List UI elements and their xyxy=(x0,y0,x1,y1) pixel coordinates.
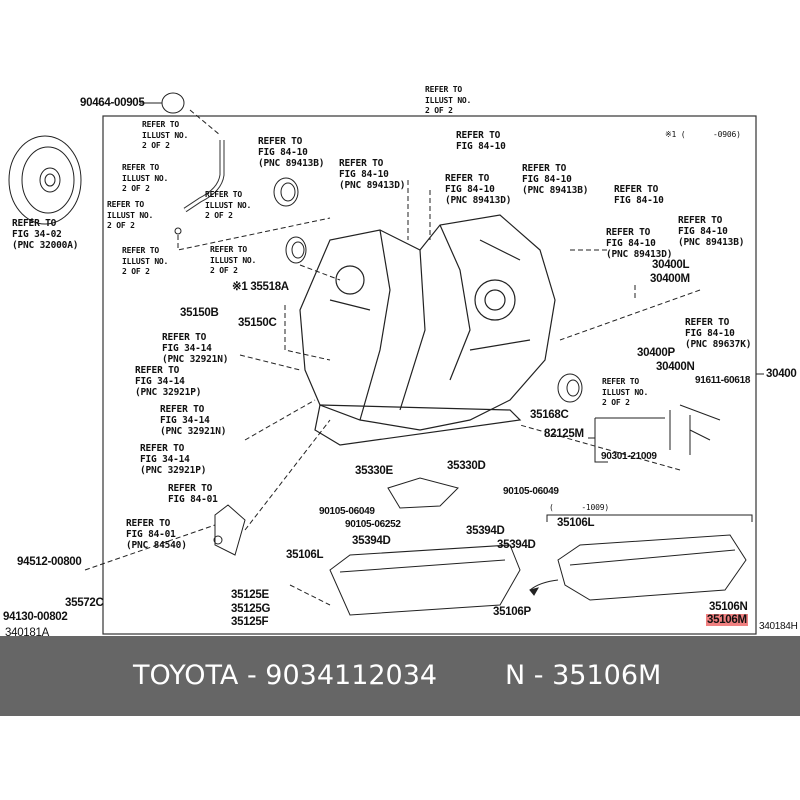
part-number-90464-00905[interactable]: 90464-00905 xyxy=(80,97,145,109)
part-number-35106N[interactable]: 35106N xyxy=(709,601,748,613)
refer-note[interactable]: REFER TO FIG 84-10 (PNC 89637K) xyxy=(685,317,752,350)
part-number-30400P[interactable]: 30400P xyxy=(637,347,675,359)
part-number-35168C[interactable]: 35168C xyxy=(530,409,569,421)
part-number-35106P[interactable]: 35106P xyxy=(493,606,531,618)
part-number-94130-00802[interactable]: 94130-00802 xyxy=(3,611,68,623)
refer-note[interactable]: REFER TO ILLUST NO. 2 OF 2 xyxy=(122,246,169,276)
transmission-case xyxy=(299,214,556,446)
diagram-frame xyxy=(102,115,757,635)
part-number-35106L[interactable]: 35106L xyxy=(286,549,324,561)
part-number-35106M-highlighted[interactable]: 35106M xyxy=(706,614,748,626)
refer-note[interactable]: REFER TO FIG 84-01 xyxy=(168,483,218,505)
refer-note[interactable]: REFER TO ILLUST NO. 2 OF 2 xyxy=(122,163,169,193)
part-number-35125E[interactable]: 35125E xyxy=(231,589,269,601)
part-number-30400M[interactable]: 30400M xyxy=(650,273,690,285)
refer-note[interactable]: REFER TO FIG 84-10 (PNC 89413B) xyxy=(522,163,589,196)
part-number-35150C[interactable]: 35150C xyxy=(238,317,277,329)
part-number-35394D[interactable]: 35394D xyxy=(466,525,505,537)
transmission-illustration xyxy=(8,92,764,635)
refer-note[interactable]: REFER TO FIG 34-14 (PNC 32921N) xyxy=(160,404,227,437)
refer-note[interactable]: REFER TO FIG 34-14 (PNC 32921P) xyxy=(135,365,202,398)
part-number-90105-06049[interactable]: 90105-06049 xyxy=(503,486,559,497)
part-number-35330E[interactable]: 35330E xyxy=(355,465,393,477)
oil-pan-right xyxy=(557,534,747,601)
refer-note[interactable]: REFER TO ILLUST NO. 2 OF 2 xyxy=(210,245,257,275)
reference-number: N - 35106M xyxy=(505,660,662,691)
refer-note[interactable]: REFER TO FIG 34-14 (PNC 32921N) xyxy=(162,332,229,365)
oil-pan-left xyxy=(329,544,521,616)
refer-note[interactable]: REFER TO FIG 84-10 (PNC 89413D) xyxy=(339,158,406,191)
brand-part-number: TOYOTA - 9034112034 xyxy=(133,660,438,691)
part-number-91611-60618[interactable]: 91611-60618 xyxy=(695,375,751,386)
refer-note[interactable]: REFER TO FIG 84-10 (PNC 89413B) xyxy=(678,215,745,248)
illustration-id-right: 340184H xyxy=(759,621,798,632)
part-number-82125M[interactable]: 82125M xyxy=(544,428,584,440)
part-number-35125F[interactable]: 35125F xyxy=(231,616,269,628)
date-range-note: ( -1009) xyxy=(549,503,610,512)
part-number-30400L[interactable]: 30400L xyxy=(652,259,690,271)
part-number-35572C[interactable]: 35572C xyxy=(65,597,104,609)
part-number-90301-21009[interactable]: 90301-21009 xyxy=(601,451,657,462)
refer-note[interactable]: REFER TO FIG 84-10 (PNC 89413D) xyxy=(606,227,673,260)
parts-diagram: 90464-00905 REFER TO FIG 34-02 (PNC 3200… xyxy=(3,85,798,639)
date-range-note: ※1 ( -0906) xyxy=(665,130,741,139)
part-number-35330D[interactable]: 35330D xyxy=(447,460,486,472)
part-number-30400[interactable]: 30400 xyxy=(766,368,797,380)
part-number-90105-06252[interactable]: 90105-06252 xyxy=(345,519,401,530)
part-number-35394D[interactable]: 35394D xyxy=(352,535,391,547)
refer-note[interactable]: REFER TO FIG 34-14 (PNC 32921P) xyxy=(140,443,207,476)
refer-note[interactable]: REFER TO FIG 84-10 xyxy=(614,184,664,206)
part-number-90105-06049[interactable]: 90105-06049 xyxy=(319,506,375,517)
part-number-30400N[interactable]: 30400N xyxy=(656,361,695,373)
torque-converter xyxy=(8,135,82,225)
part-number-35518A[interactable]: ※1 35518A xyxy=(232,281,289,293)
refer-note[interactable]: REFER TO ILLUST NO. 2 OF 2 xyxy=(142,120,189,150)
refer-note-torque-converter[interactable]: REFER TO FIG 34-02 (PNC 32000A) xyxy=(12,218,79,251)
refer-note[interactable]: REFER TO FIG 84-10 (PNC 89413B) xyxy=(258,136,325,169)
refer-note[interactable]: REFER TO ILLUST NO. 2 OF 2 xyxy=(205,190,252,220)
part-number-35106L[interactable]: 35106L xyxy=(557,517,595,529)
refer-note[interactable]: REFER TO ILLUST NO. 2 OF 2 xyxy=(107,200,154,230)
part-number-94512-00800[interactable]: 94512-00800 xyxy=(17,556,82,568)
part-number-35125G[interactable]: 35125G xyxy=(231,603,271,615)
part-number-35394D[interactable]: 35394D xyxy=(497,539,536,551)
refer-note[interactable]: REFER TO ILLUST NO. 2 OF 2 xyxy=(425,85,472,115)
refer-note[interactable]: REFER TO FIG 84-01 (PNC 84540) xyxy=(126,518,187,551)
refer-note[interactable]: REFER TO FIG 84-10 (PNC 89413D) xyxy=(445,173,512,206)
refer-note[interactable]: REFER TO FIG 84-10 xyxy=(456,130,506,152)
part-number-35150B[interactable]: 35150B xyxy=(180,307,219,319)
refer-note[interactable]: REFER TO ILLUST NO. 2 OF 2 xyxy=(602,377,649,407)
part-banner: TOYOTA - 9034112034 N - 35106M xyxy=(0,636,800,716)
